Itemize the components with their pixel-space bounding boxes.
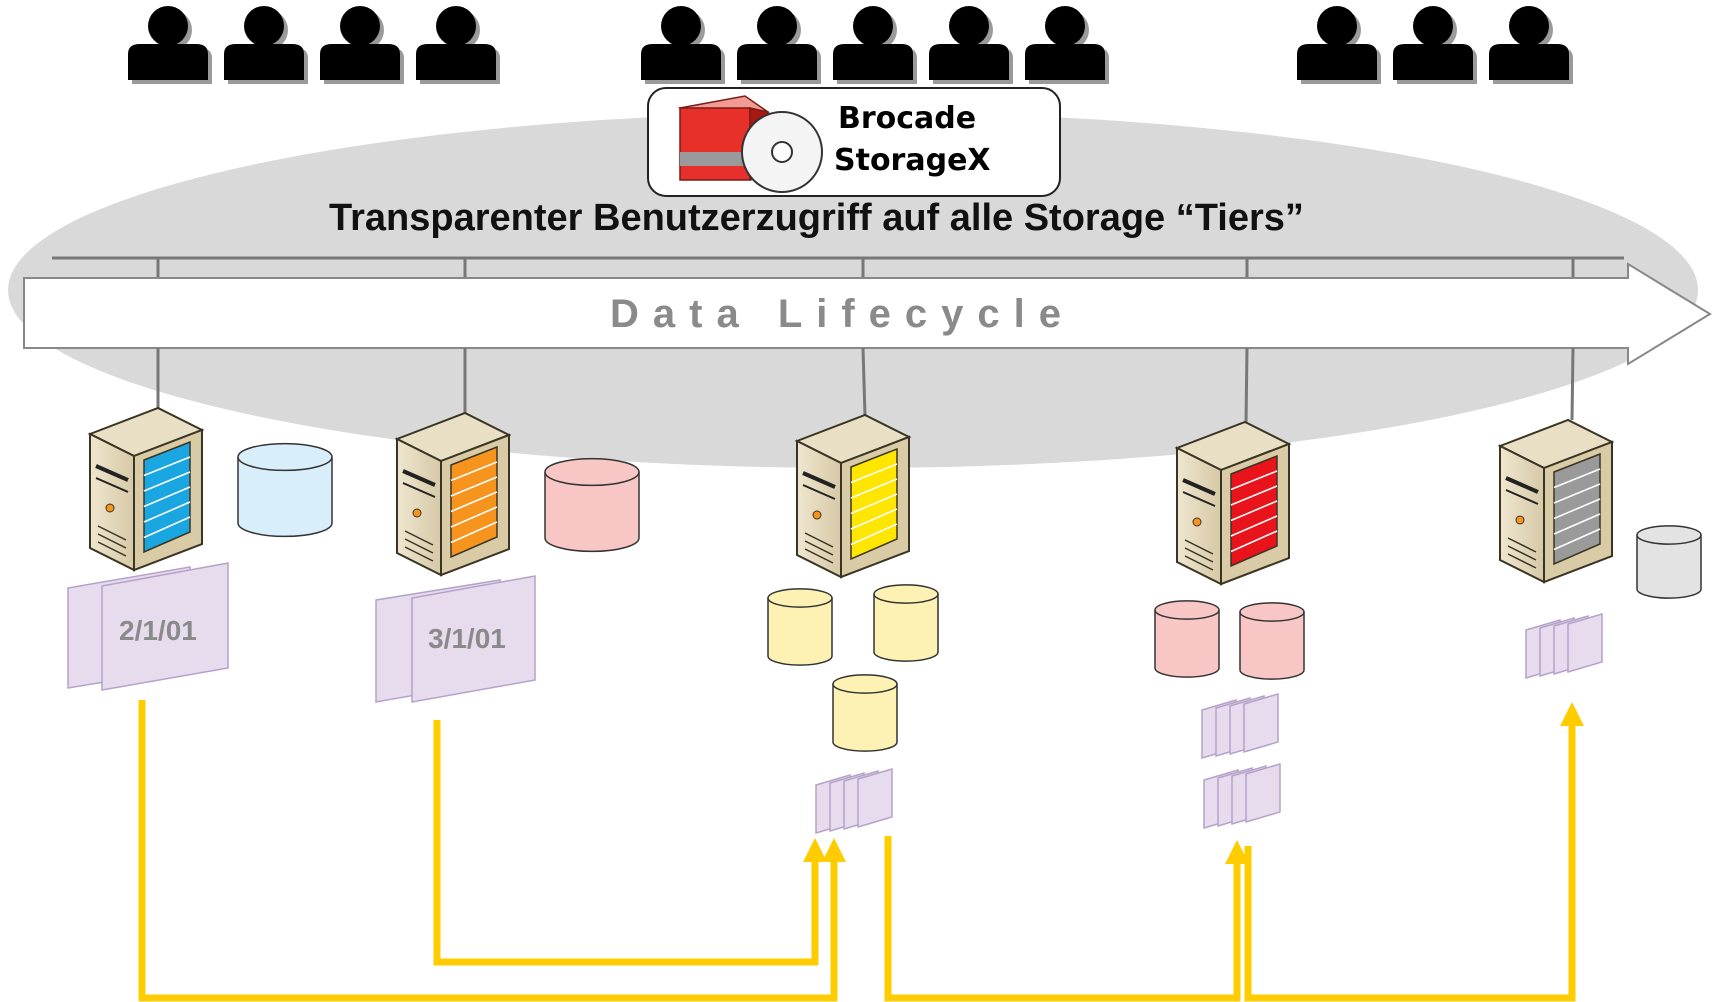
user-icon: [416, 6, 500, 84]
server-icon-tier3: [794, 413, 912, 579]
user-icon: [1489, 6, 1573, 84]
migration-arrows: [138, 700, 1576, 1002]
server-icon-tier4: [1174, 420, 1292, 586]
user-icon: [320, 6, 404, 84]
disk-icon: [544, 457, 640, 553]
disk-icon: [237, 442, 333, 538]
data-lifecycle-label: Data Lifecycle: [610, 292, 1075, 336]
arrowhead-up-icon: [803, 838, 827, 862]
file-stack-icon: [815, 767, 893, 835]
migration-path: [138, 700, 838, 1002]
user-icon: [224, 6, 308, 84]
user-icon: [833, 6, 917, 84]
disk-icon: [767, 588, 833, 666]
server-connector: [1570, 347, 1575, 421]
user-group-right: [1297, 6, 1573, 84]
disk-icon: [1636, 525, 1702, 599]
product-name-line2: StorageX: [834, 143, 991, 178]
server-icon-tier1: [87, 406, 205, 572]
disk-icon: [873, 584, 939, 662]
page-title: Transparenter Benutzerzugriff auf alle S…: [329, 197, 1304, 239]
server-connector: [861, 347, 867, 417]
user-icon: [1025, 6, 1109, 84]
disk-icon: [1239, 602, 1305, 680]
user-group-center: [641, 6, 1109, 84]
document-stack-tier1: 2/1/01: [67, 562, 229, 691]
migration-path: [433, 720, 819, 966]
user-icon: [929, 6, 1013, 84]
arrowhead-up-icon: [822, 838, 846, 862]
file-stack-icon: [1525, 612, 1603, 680]
document-date: 3/1/01: [428, 623, 506, 654]
user-icon: [128, 6, 212, 84]
cd-disc-icon: [741, 111, 823, 193]
arrowheads: [803, 702, 1584, 864]
user-icon: [1297, 6, 1381, 84]
document-date: 2/1/01: [119, 615, 197, 646]
arrowhead-up-icon: [1560, 702, 1584, 726]
data-lifecycle-arrow: [23, 262, 1712, 366]
user-icon: [641, 6, 725, 84]
product-callout: Brocade StorageX: [647, 87, 1061, 197]
product-name-line1: Brocade: [838, 101, 976, 136]
migration-path: [884, 836, 1241, 1002]
user-icon: [1393, 6, 1477, 84]
user-icon: [737, 6, 821, 84]
document-stack-tier2: 3/1/01: [375, 575, 536, 703]
file-stack-icon: [1201, 692, 1279, 760]
file-stack-icon: [1203, 762, 1281, 830]
server-icon-tier2: [394, 411, 512, 577]
user-group-left: [128, 6, 500, 84]
arrowhead-up-icon: [1225, 840, 1249, 864]
disk-icon: [1154, 600, 1220, 678]
server-connector: [1244, 347, 1249, 425]
migration-path: [1244, 716, 1576, 1002]
server-icon-tier5: [1497, 418, 1615, 584]
disk-icon: [832, 674, 898, 752]
